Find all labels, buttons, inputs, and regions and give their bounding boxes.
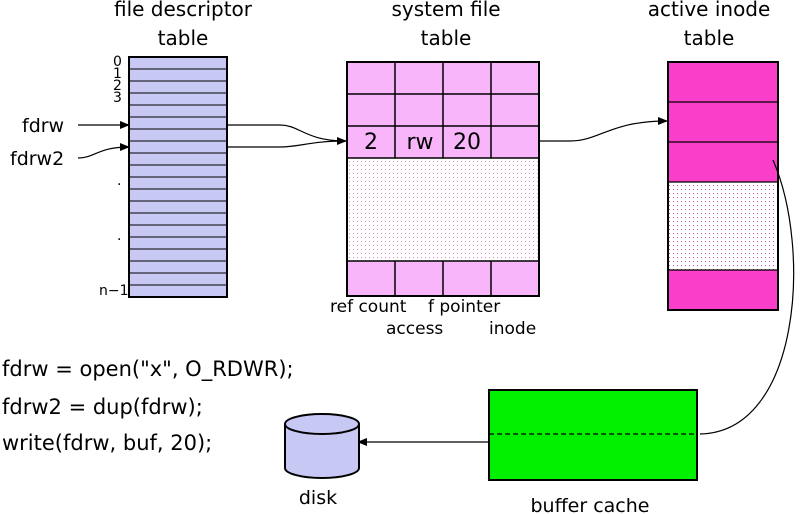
inode-table-border <box>667 61 779 311</box>
fd-index-2: 2 <box>113 78 122 94</box>
inode-table-top-rows <box>668 62 778 182</box>
fdrw2-label: fdrw2 <box>10 148 64 170</box>
fd-table-header-line1: file descriptor <box>114 0 253 21</box>
sys-table-header-line1: system file <box>391 0 500 21</box>
disk-icon <box>284 413 360 479</box>
inode-table-free-area <box>668 182 778 270</box>
label-f-pointer: f pointer <box>428 297 500 317</box>
buffer-cache-label: buffer cache <box>530 495 649 514</box>
fd-table-header-line2: table <box>158 26 209 50</box>
sys-entry-ref-count: 2 <box>364 130 378 155</box>
fd-index-last: n−1 <box>99 283 129 299</box>
fd-index-3: 3 <box>113 90 122 106</box>
code-line-2: fdrw2 = dup(fdrw); <box>2 395 203 419</box>
sys-table-header-line2: table <box>421 26 472 50</box>
inode-to-cache-curve <box>699 159 795 435</box>
fd-table-row-lines <box>129 68 227 286</box>
buffer-cache-box <box>488 389 698 481</box>
inode-table <box>667 61 779 311</box>
fd-to-sys-arrow-2 <box>227 140 347 148</box>
fd-index-0: 0 <box>113 54 122 70</box>
label-access: access <box>386 319 443 339</box>
sys-entry-f-pointer: 20 <box>453 130 481 155</box>
sys-table-grid-lines <box>347 62 539 296</box>
label-inode: inode <box>489 319 536 339</box>
disk-label: disk <box>299 487 337 509</box>
fd-dot-2: . <box>117 228 121 244</box>
fdrw2-arrow <box>77 143 130 159</box>
sys-table-free-area <box>347 158 539 261</box>
code-line-3: write(fdrw, buf, 20); <box>2 431 212 455</box>
inode-table-header-line1: active inode <box>648 0 771 21</box>
fdrw-label: fdrw <box>22 115 64 137</box>
sys-entry-access: rw <box>406 130 433 155</box>
code-line-1: fdrw = open("x", O_RDWR); <box>2 357 294 382</box>
sys-table-border <box>346 61 540 297</box>
fd-table <box>128 56 228 298</box>
inode-table-header-line2: table <box>684 26 735 50</box>
fd-to-sys-arrow-1 <box>227 124 347 145</box>
fd-index-1: 1 <box>113 66 122 82</box>
fd-dot-1: . <box>117 173 121 189</box>
inode-table-bottom-row <box>668 270 778 310</box>
sys-table <box>346 61 540 297</box>
sys-to-inode-arrow <box>539 117 668 142</box>
label-ref-count: ref count <box>330 297 407 317</box>
